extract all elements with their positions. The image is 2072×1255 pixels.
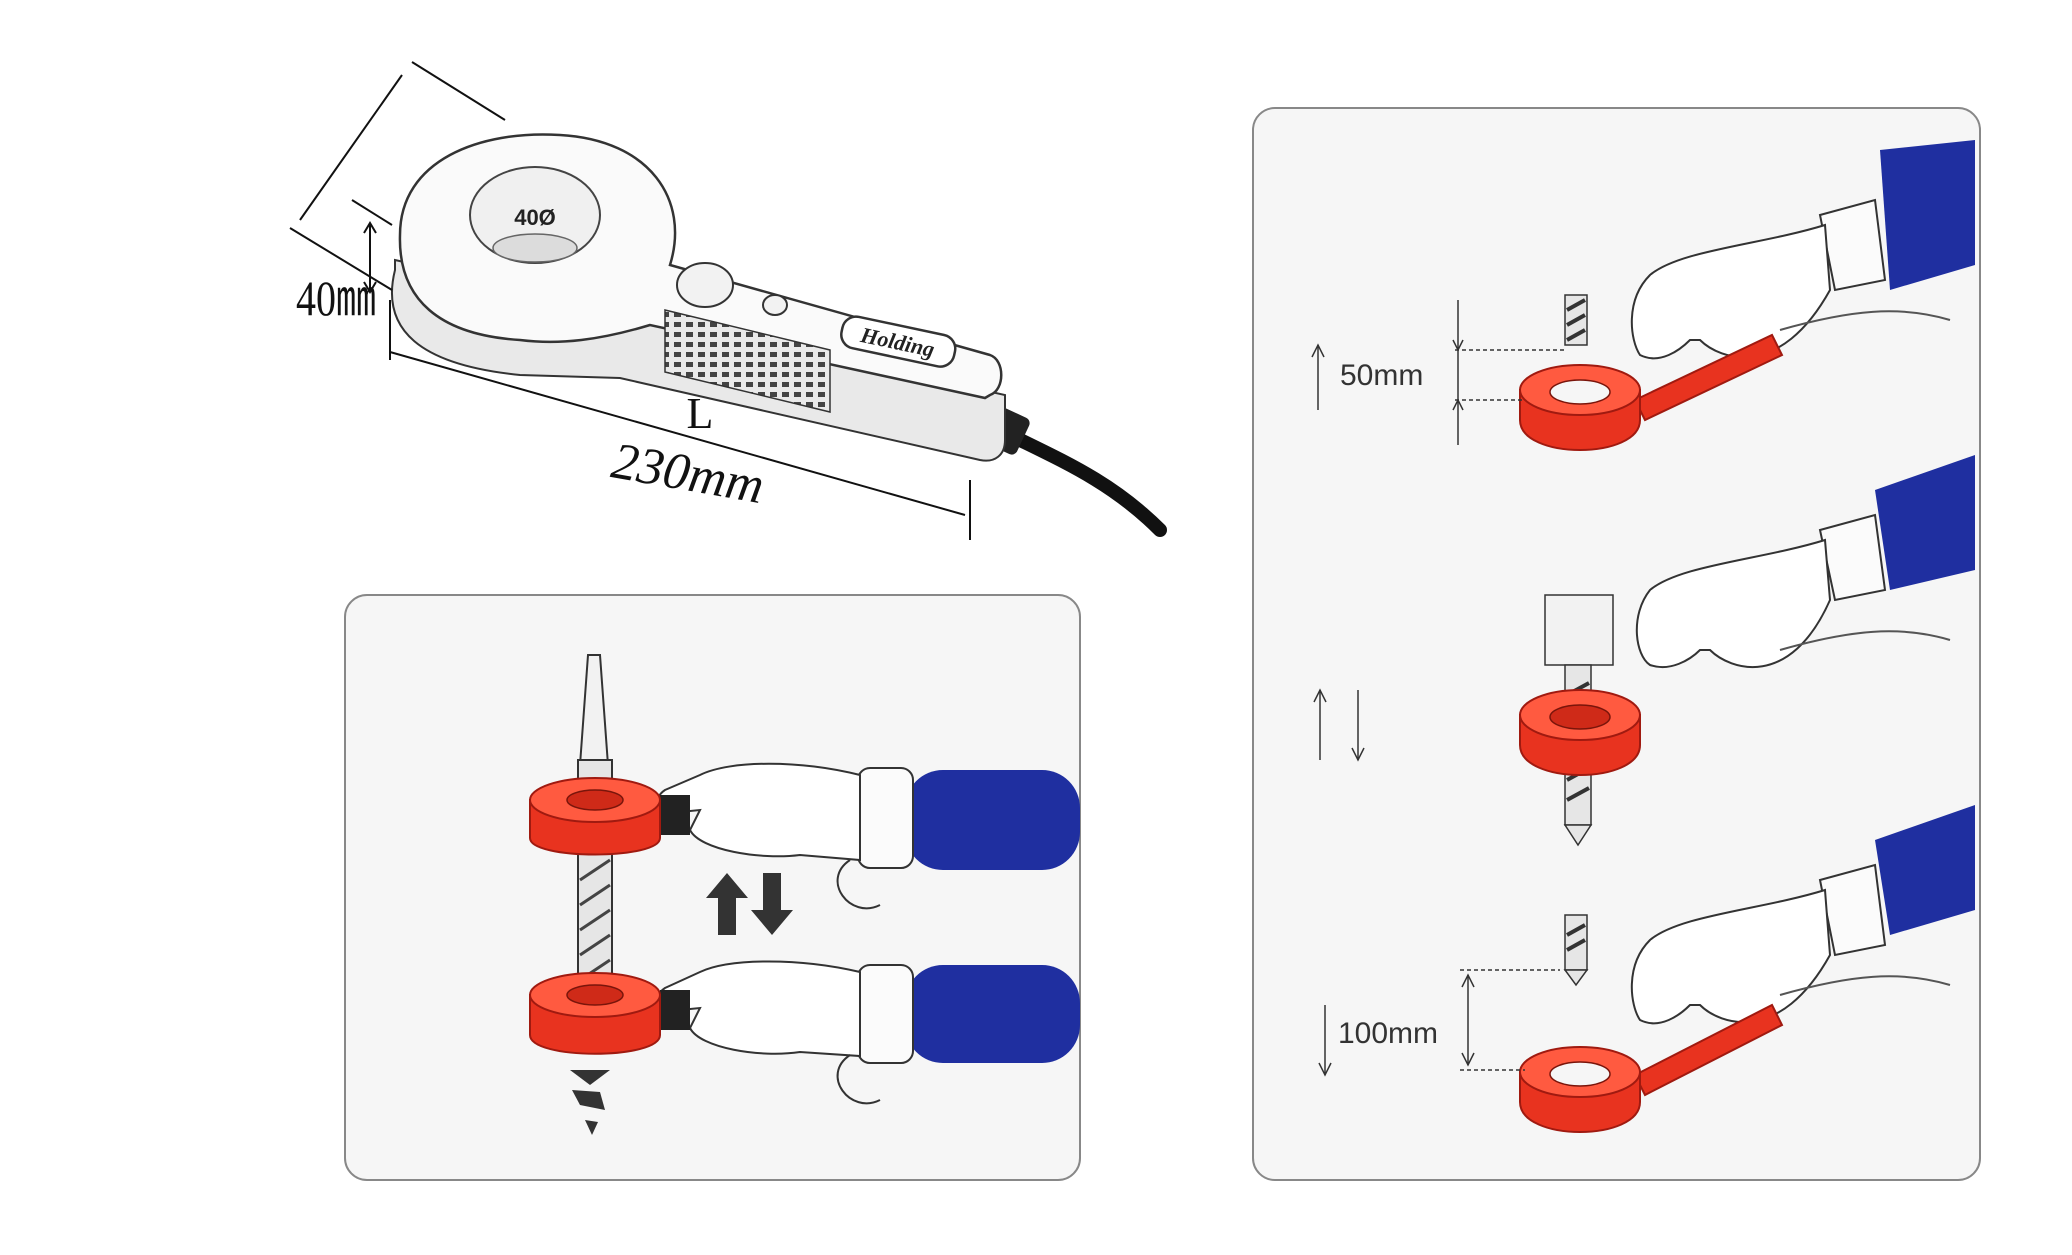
- ring-diameter-label: 40Ø: [514, 205, 556, 230]
- step3-drill-bit: [1563, 914, 1589, 987]
- step-1: 50mm: [1311, 140, 1975, 451]
- step3-dimension: [1318, 969, 1560, 1077]
- lower-handle: [660, 990, 690, 1030]
- panel-right: 50mm: [1252, 107, 1981, 1181]
- step1-handle: [1633, 333, 1784, 422]
- step1-drill-bit: [1564, 294, 1588, 346]
- step1-ring-hole: [1549, 379, 1611, 405]
- step3-cable: [1779, 975, 1951, 996]
- power-cable: [993, 423, 1167, 537]
- step2-cable: [1779, 630, 1951, 651]
- falling-debris: [570, 1070, 610, 1135]
- upper-sleeve: [905, 770, 1080, 870]
- step3-handle: [1633, 1003, 1784, 1097]
- device-illustration: 40Ø Holding 40㎜ L 230mm: [289, 61, 1167, 540]
- step-3: 100mm: [1318, 805, 1975, 1133]
- upper-ring-hole: [566, 789, 624, 811]
- step2-drill-chuck: [1544, 594, 1614, 666]
- step-2: [1313, 455, 1975, 847]
- up-down-arrows: [706, 873, 793, 935]
- height-dimension-label: 40㎜: [296, 271, 376, 326]
- step2-hand: [1635, 538, 1832, 669]
- step2-ring-hole: [1549, 704, 1611, 730]
- step3-sleeve: [1875, 805, 1975, 935]
- lower-cuff: [857, 964, 914, 1064]
- panel-frame: [344, 594, 1081, 1181]
- upper-cable-loop: [836, 859, 881, 910]
- step1-distance-label: 50mm: [1340, 359, 1423, 392]
- step2-cuff: [1818, 513, 1887, 602]
- lower-cable-loop: [836, 1054, 881, 1105]
- step3-ring-hole: [1549, 1061, 1611, 1087]
- step3-distance-label: 100mm: [1338, 1017, 1438, 1050]
- indicator-light: [762, 294, 788, 316]
- step1-sleeve: [1880, 140, 1975, 290]
- length-dimension-label: 230mm: [608, 432, 769, 515]
- step1-dimension: [1311, 300, 1565, 445]
- step3-cuff: [1818, 863, 1887, 957]
- upper-handle: [660, 795, 690, 835]
- length-symbol: L: [687, 389, 714, 438]
- upper-cuff: [857, 767, 914, 869]
- arrow-down-icon: [751, 873, 793, 935]
- panel-bottom-left: [344, 594, 1081, 1181]
- step1-cuff: [1818, 198, 1887, 292]
- arrow-up-icon: [706, 873, 748, 935]
- lower-sleeve: [905, 965, 1080, 1063]
- step2-sleeve: [1875, 455, 1975, 590]
- dimension-lines: [289, 61, 971, 540]
- ring-inner-wall: [492, 233, 578, 263]
- step1-cable: [1779, 310, 1951, 331]
- step2-motion-arrows: [1313, 688, 1365, 762]
- lower-ring-hole: [566, 984, 624, 1006]
- vent-grille: [664, 309, 831, 413]
- power-button: [676, 262, 734, 308]
